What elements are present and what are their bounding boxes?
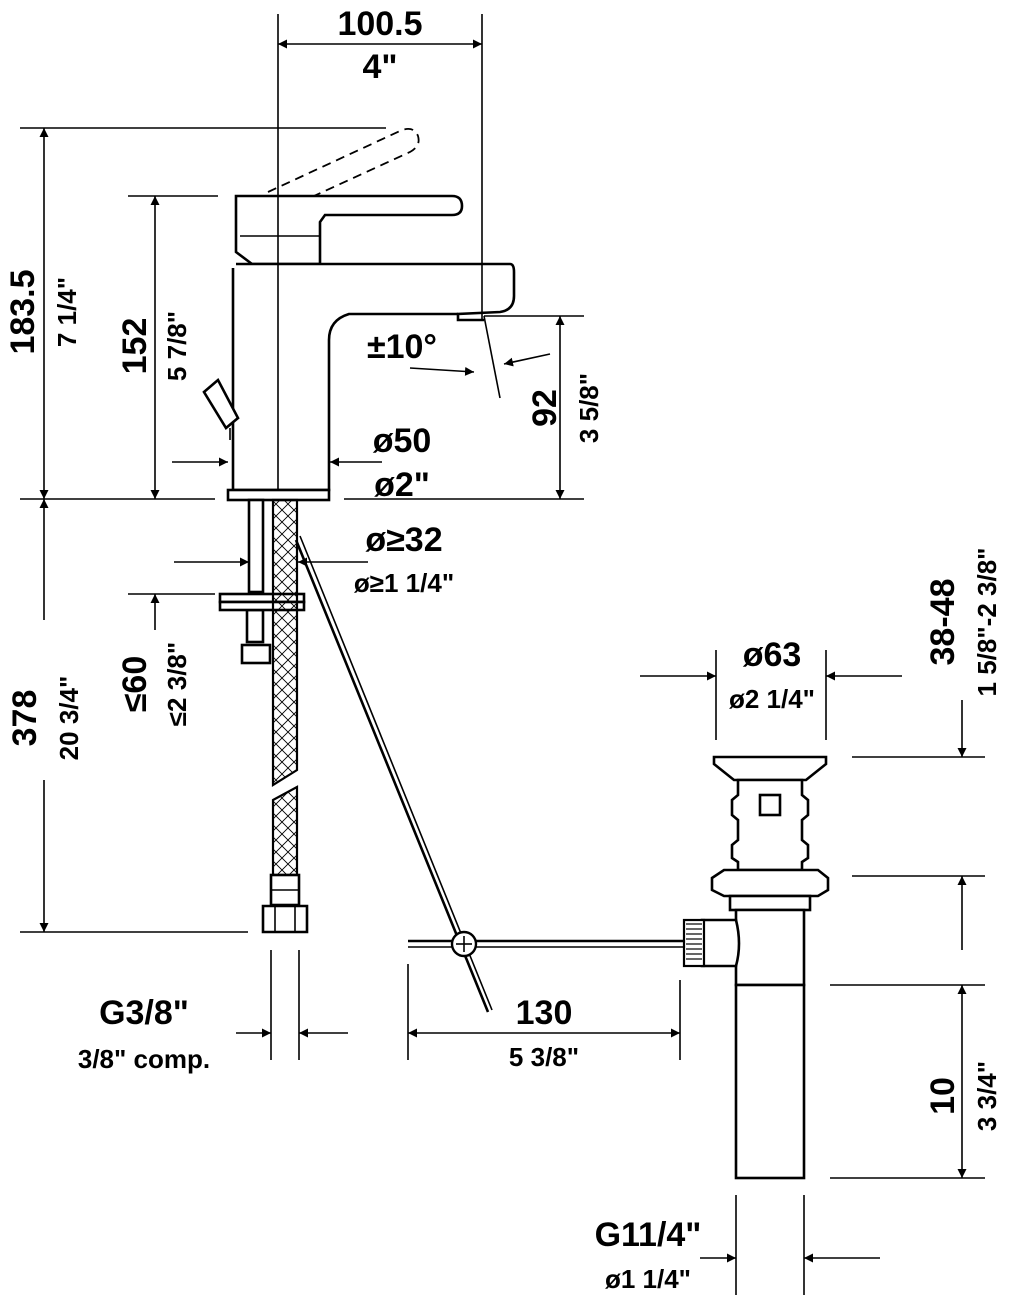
label-drain-range: 38-48 — [924, 579, 962, 666]
label-connection-comp: 3/8" comp. — [78, 1044, 210, 1074]
lift-rod — [408, 930, 684, 958]
label-base-diameter: ø50 — [373, 422, 432, 460]
label-height-outlet: 92 — [526, 389, 564, 427]
body-top — [236, 262, 516, 322]
label-hole-diameter: ø≥32 — [365, 521, 442, 559]
drain-tailpipe — [734, 983, 806, 1180]
lever-swing-outline — [267, 127, 420, 207]
braided-hose-upper — [271, 498, 299, 787]
label-width-top-inch: 4" — [362, 48, 397, 86]
drain-cap — [712, 755, 828, 782]
label-drain-thread: G11/4" — [595, 1216, 702, 1254]
label-rod-offset: 130 — [516, 994, 573, 1032]
hose-nut — [261, 904, 309, 934]
label-drain-tail-inch: 3 3/4" — [972, 1061, 1002, 1131]
label-connection: G3/8" — [99, 994, 189, 1032]
drain-upper-body — [730, 778, 810, 872]
label-base-diameter-inch: ø2" — [374, 466, 430, 504]
label-width-top: 100.5 — [337, 5, 422, 43]
drain-flange — [710, 868, 830, 898]
label-height-spout-inch: 5 7/8" — [162, 311, 192, 381]
drain-connector — [700, 918, 741, 968]
braided-hose-lower — [271, 785, 299, 877]
label-height-outlet-inch: 3 5/8" — [574, 373, 604, 443]
label-drain-head: ø63 — [743, 636, 802, 674]
label-drain-thread-diameter: ø1 1/4" — [605, 1264, 691, 1294]
label-height-spout: 152 — [116, 318, 154, 375]
pull-rod — [294, 535, 493, 1013]
dimension-labels: 100.5 4" 183.5 7 1/4" 152 5 7/8" ±10° 92… — [4, 5, 1002, 1294]
label-height-total-inch: 7 1/4" — [52, 277, 82, 347]
label-swivel: ±10° — [367, 328, 437, 366]
label-height-total: 183.5 — [4, 269, 42, 354]
label-deck-thickness: ≤60 — [116, 656, 154, 712]
drain-body — [734, 908, 806, 987]
label-rod-offset-inch: 5 3/8" — [509, 1042, 579, 1072]
label-hose-length-inch: 20 3/4" — [54, 676, 84, 761]
dimension-arrows — [39, 39, 967, 1263]
label-hose-length: 378 — [6, 690, 44, 747]
pop-up-knob — [202, 377, 240, 430]
label-hole-diameter-inch: ø≥1 1/4" — [354, 568, 454, 598]
lever-handle — [234, 194, 464, 266]
base-plate — [226, 488, 331, 502]
under-deck-parts — [218, 498, 309, 934]
extension-lines — [20, 14, 985, 1295]
body-column — [231, 268, 458, 492]
pop-up-drain — [682, 755, 830, 1180]
label-deck-thickness-inch: ≤2 3/8" — [162, 642, 192, 726]
faucet-body — [202, 127, 516, 502]
label-drain-tail: 10 — [924, 1077, 962, 1115]
label-drain-range-inch: 1 5/8"-2 3/8" — [972, 548, 1002, 697]
label-drain-head-inch: ø2 1/4" — [729, 684, 815, 714]
